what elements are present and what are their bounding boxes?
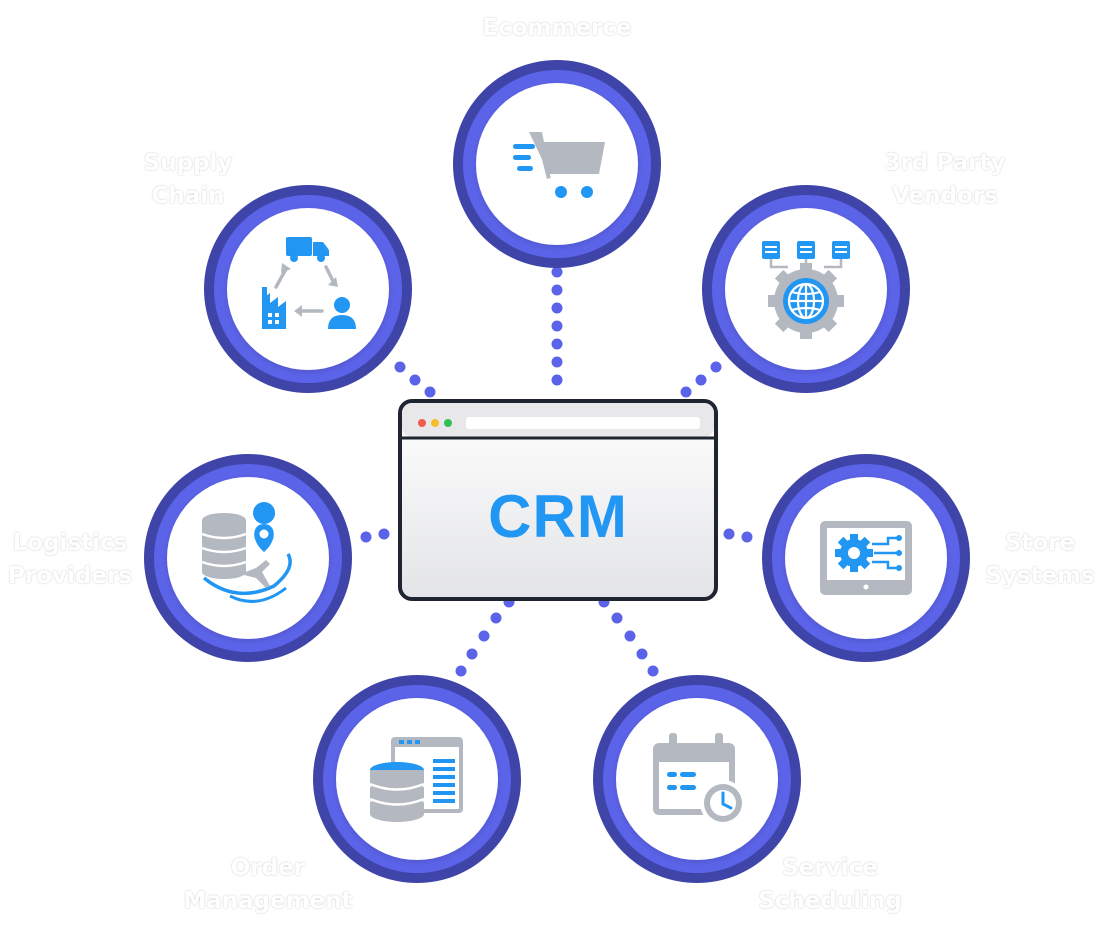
connector-service bbox=[598, 596, 659, 677]
label-supply: Supply Chain bbox=[143, 150, 233, 209]
label-store: Store Systems bbox=[985, 530, 1095, 589]
label-service: Service Scheduling bbox=[758, 855, 902, 914]
globe-gear-icon bbox=[762, 241, 850, 339]
database-document-icon bbox=[369, 737, 463, 822]
window-maximize-dot bbox=[444, 419, 452, 427]
label-logistics: Logistics Providers bbox=[8, 530, 132, 589]
address-bar bbox=[466, 417, 700, 429]
connector-vendors bbox=[680, 361, 722, 398]
ring-supply[interactable] bbox=[204, 185, 412, 393]
connector-order bbox=[455, 596, 515, 677]
calendar-clock-icon bbox=[653, 733, 746, 826]
database-location-icon bbox=[201, 502, 292, 603]
ring-logistics[interactable] bbox=[144, 454, 352, 662]
crm-title: CRM bbox=[488, 482, 628, 550]
connectors bbox=[360, 266, 753, 677]
connector-logistics bbox=[360, 528, 390, 543]
connector-supply bbox=[394, 361, 436, 398]
label-order: Order Management bbox=[183, 855, 353, 914]
label-ecommerce: Ecommerce bbox=[482, 15, 632, 41]
window-minimize-dot bbox=[431, 419, 439, 427]
connector-ecommerce bbox=[551, 266, 563, 386]
label-vendors: 3rd Party Vendors bbox=[884, 150, 1006, 209]
connector-store bbox=[723, 528, 753, 543]
shopping-cart-icon bbox=[513, 132, 605, 198]
window-close-dot bbox=[418, 419, 426, 427]
monitor-gear-icon bbox=[820, 521, 912, 595]
crm-window[interactable] bbox=[398, 399, 718, 601]
truck-factory-cycle-icon bbox=[262, 237, 356, 329]
